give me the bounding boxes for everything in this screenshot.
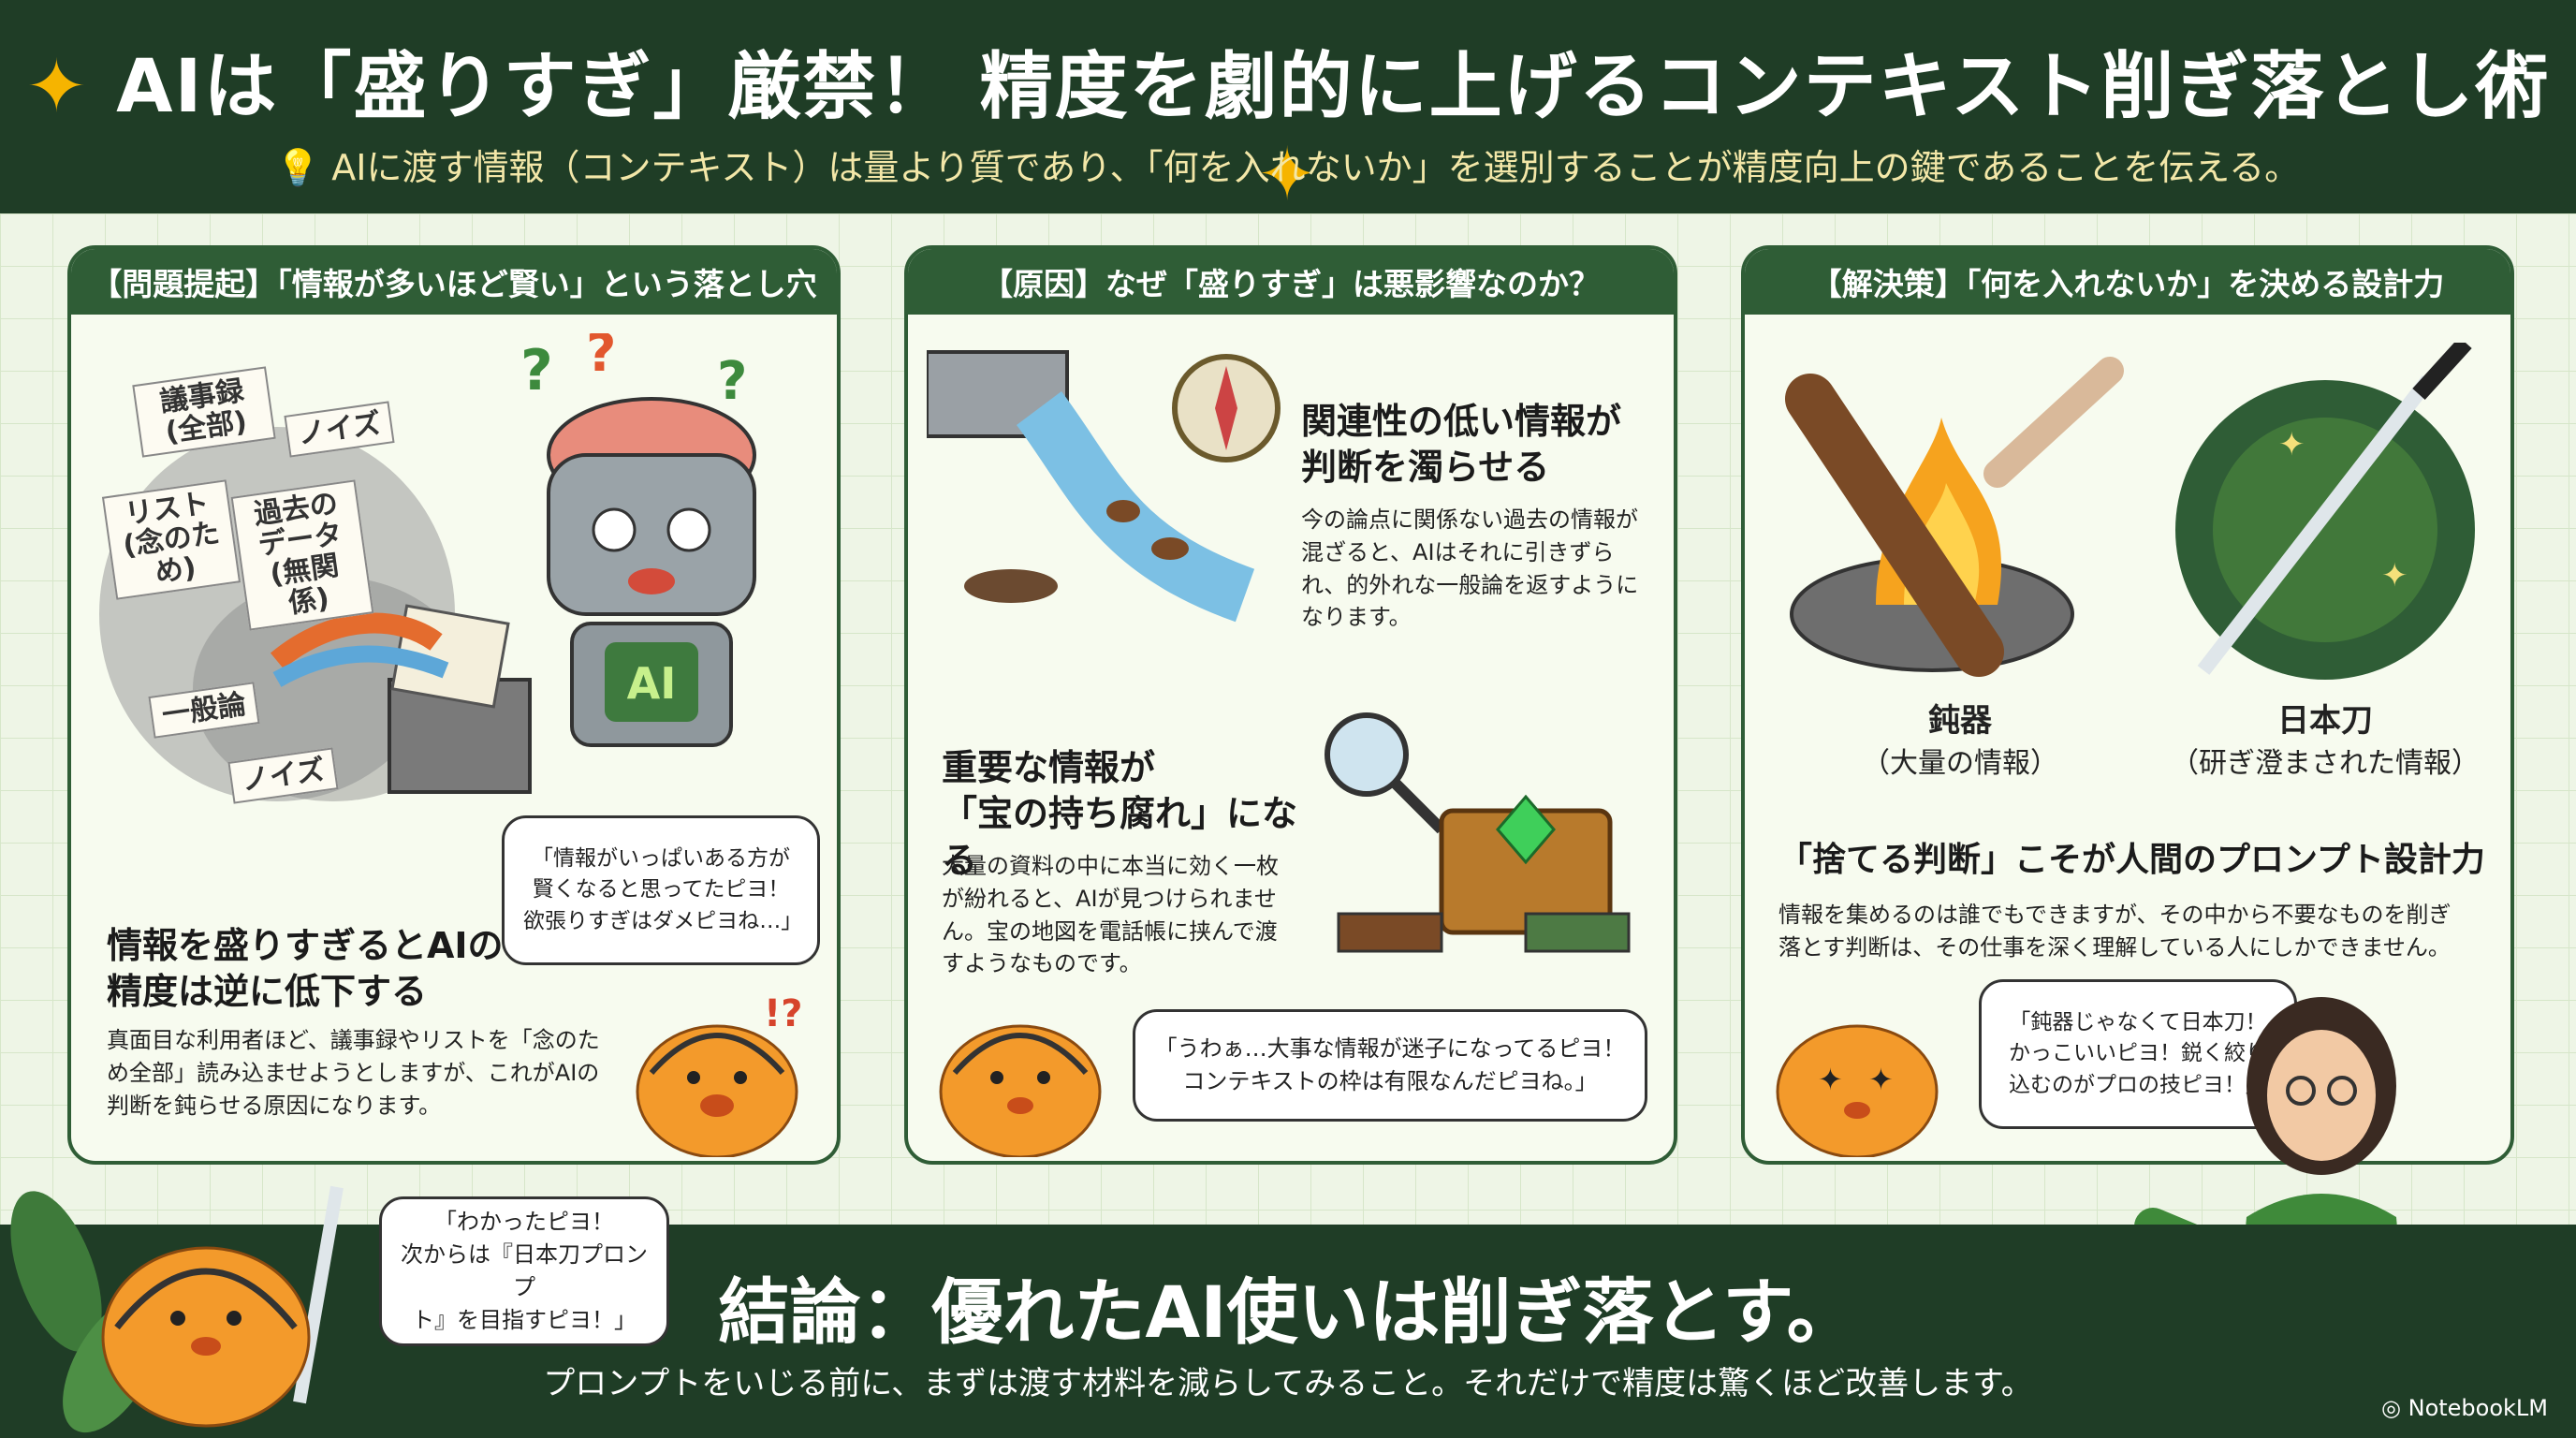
club-caption-sub: （大量の情報） [1862, 747, 2058, 781]
lightbulb-icon: 💡 [275, 147, 321, 188]
svg-text:?: ? [717, 351, 747, 412]
page-title: ✦ AIは「盛りすぎ」厳禁！ 精度を劇的に上げるコンテキスト削ぎ落とし術 ✦ [0, 28, 2576, 217]
club-caption-title: 鈍器 [1928, 702, 1992, 740]
sparkle-icon: ✦ [25, 45, 89, 129]
footer-banner: 「わかったピヨ！ 次からは『日本刀プロンプ ト』を目指すピヨ！」 [0, 1185, 2576, 1438]
panel-body: 情報を集めるのは誰でもできますが、その中から不要なものを削ぎ落とす判断は、その仕… [1778, 902, 2452, 961]
robot-label: AI [627, 658, 677, 709]
worried-chick-icon [939, 1024, 1102, 1157]
notebooklm-logo-icon: ◎ [2381, 1395, 2401, 1421]
point2-body: 大量の資料の中に本当に効く一枚が紛れると、AIが見つけられません。宝の地図を電話… [942, 853, 1279, 977]
panel-heading: 【解決策】「何を入れないか」を決める設計力 [1745, 249, 2510, 315]
katana-caption-title: 日本刀 [2277, 702, 2373, 740]
muddy-water-pipe-illustration [927, 350, 1281, 623]
point1-title: 関連性の低い情報が 判断を濁らせる [1301, 401, 1622, 489]
panel-problem: 【問題提起】「情報が多いほど賢い」という落とし穴 議事録 (全部) ノイズ リス… [67, 245, 841, 1165]
page-subtitle: 💡 AIに渡す情報（コンテキスト）は量より質であり、「何を入れないか」を選別する… [0, 139, 2576, 190]
club-caption: 鈍器 （大量の情報） [1801, 700, 2119, 783]
page-subtitle-text: AIに渡す情報（コンテキスト）は量より質であり、「何を入れないか」を選別すること… [331, 147, 2301, 188]
sparkle-icon: ✦ [1256, 133, 1320, 217]
panel-solution: 【解決策】「何を入れないか」を決める設計力 ✦ ✦ 鈍器 （大量の情報） 日本刀… [1741, 245, 2514, 1165]
treasure-chest-illustration [1325, 712, 1631, 953]
brand-label: ◎ NotebookLM [2381, 1395, 2548, 1421]
katana-illustration: ✦ ✦ [2175, 343, 2475, 680]
page-title-text: AIは「盛りすぎ」厳禁！ 精度を劇的に上げるコンテキスト削ぎ落とし術 [116, 45, 2551, 129]
club-burning-illustration [1785, 357, 2124, 677]
chick-speech-bubble: 「わかったピヨ！ 次からは『日本刀プロンプ ト』を目指すピヨ！」 [379, 1196, 669, 1346]
panel-headline: 「捨てる判断」こそが人間のプロンプト設計力 [1778, 841, 2485, 879]
katana-caption-sub: （研ぎ澄まされた情報） [2171, 747, 2480, 781]
panel-body: 真面目な利用者ほど、議事録やリストを「念のため全部」読み込ませようとしますが、こ… [107, 1027, 600, 1119]
header-banner: ✦ AIは「盛りすぎ」厳禁！ 精度を劇的に上げるコンテキスト削ぎ落とし術 ✦ 💡… [0, 0, 2576, 217]
panel-headline: 情報を盛りすぎるとAIの 精度は逆に低下する [107, 925, 504, 1013]
svg-text:?: ? [520, 338, 553, 404]
chick-speech-bubble: 「情報がいっぱいある方が 賢くなると思ってたピヨ！ 欲張りすぎはダメピヨね…」 [502, 815, 820, 965]
brand-text: NotebookLM [2408, 1395, 2548, 1421]
conclusion-subtext: プロンプトをいじる前に、まずは渡す材料を減らしてみること。それだけで精度は驚くほ… [543, 1365, 2033, 1402]
svg-text:✦: ✦ [1868, 1062, 1894, 1097]
chick-speech-bubble: 「鈍器じゃなくて日本刀！ かっこいいピヨ！鋭く絞り 込むのがプロの技ピヨ！」 [1979, 979, 2297, 1129]
paper-tag-list: リスト (念のため) [101, 479, 242, 600]
panel-heading: 【原因】なぜ「盛りすぎ」は悪影響なのか？ [908, 249, 1674, 315]
paper-tag-past-data: 過去の データ (無関係) [230, 479, 374, 631]
svg-text:!?: !? [764, 992, 802, 1035]
svg-text:✦: ✦ [2278, 426, 2305, 463]
panel-cause: 【原因】なぜ「盛りすぎ」は悪影響なのか？ 関連性の低い情報が 判断を濁らせる 今… [904, 245, 1677, 1165]
chick-with-sword-icon [101, 1185, 344, 1428]
panel-heading: 【問題提起】「情報が多いほど賢い」という落とし穴 [71, 249, 837, 315]
robot-illustration: ? ? ? AI [520, 333, 756, 747]
chick-with-headset-icon: !? [636, 992, 802, 1157]
svg-text:✦: ✦ [1818, 1062, 1843, 1097]
svg-text:?: ? [586, 333, 616, 384]
svg-text:✦: ✦ [2381, 557, 2408, 594]
point1-body: 今の論点に関係ない過去の情報が混ざると、AIはそれに引きずられ、的外れな一般論を… [1301, 506, 1639, 631]
chick-speech-bubble: 「うわぁ…大事な情報が迷子になってるピヨ！ コンテキストの枠は有限なんだピヨね。… [1133, 1009, 1647, 1122]
conclusion-heading: 結論：優れたAI使いは削ぎ落とす。 [718, 1270, 1858, 1354]
excited-chick-icon: ✦✦ [1776, 1024, 1939, 1157]
point2-title: 重要な情報が 「宝の持ち腐れ」になる [942, 747, 1298, 881]
katana-caption: 日本刀 （研ぎ澄まされた情報） [2157, 700, 2494, 783]
